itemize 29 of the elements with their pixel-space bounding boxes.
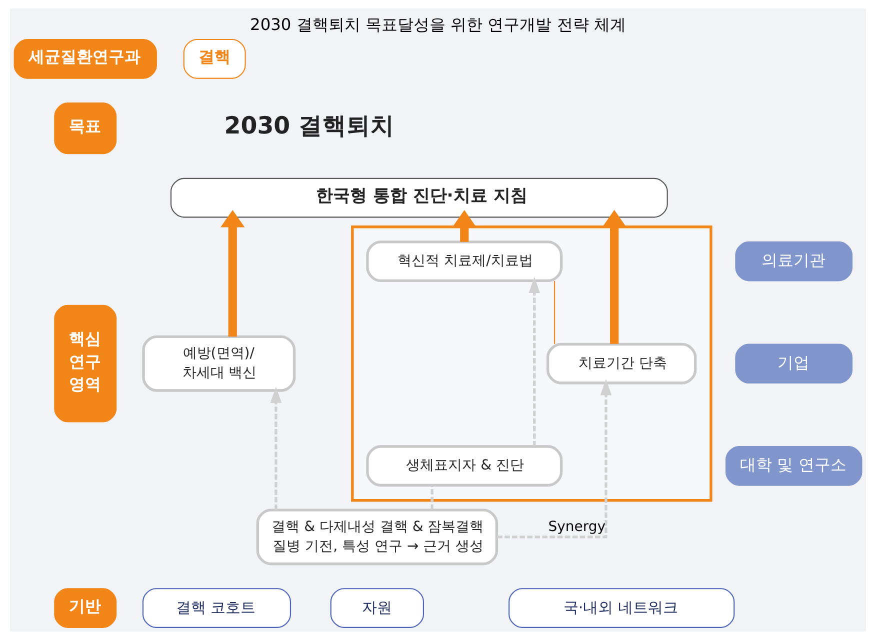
diagram-title: 2030 결핵퇴치 목표달성을 위한 연구개발 전략 체계 [250, 14, 626, 34]
node-box: 혁신적 치료제/치료법 [366, 240, 562, 282]
arrow [220, 210, 244, 337]
node-box: 자원 [330, 588, 424, 628]
node-box: 생체표지자 & 진단 [366, 445, 562, 487]
cluster [350, 226, 712, 502]
arrow [452, 210, 476, 242]
node-box: 결핵 & 다제내성 결핵 & 잠복결핵 질병 기전, 특성 연구 → 근거 생성 [256, 508, 498, 566]
node-box: 한국형 통합 진단·치료 지침 [170, 178, 668, 218]
edge-label: Synergy [548, 519, 606, 536]
node-box: 국·내외 네트워크 [508, 588, 734, 628]
node-box: 기업 [734, 344, 852, 384]
node-box: 기반 [54, 588, 116, 628]
node-box: 목표 [54, 102, 116, 154]
node-box: 예방(면역)/ 차세대 백신 [142, 335, 296, 392]
node-box: 세균질환연구과 [13, 38, 156, 79]
arrow [496, 379, 612, 538]
node-box: 치료기간 단축 [546, 342, 696, 384]
node-box: 결핵 코호트 [142, 588, 291, 628]
connector [554, 281, 555, 344]
arrow [528, 276, 540, 446]
node-box: 핵심 연구 영역 [54, 304, 116, 422]
arrow [602, 210, 626, 344]
node-box: 결핵 [182, 38, 246, 79]
node-box: 대학 및 연구소 [724, 446, 862, 486]
label: 2030 결핵퇴치 [224, 111, 394, 140]
node-box: 의료기관 [734, 241, 852, 282]
connector [430, 486, 433, 510]
arrow [270, 386, 282, 510]
